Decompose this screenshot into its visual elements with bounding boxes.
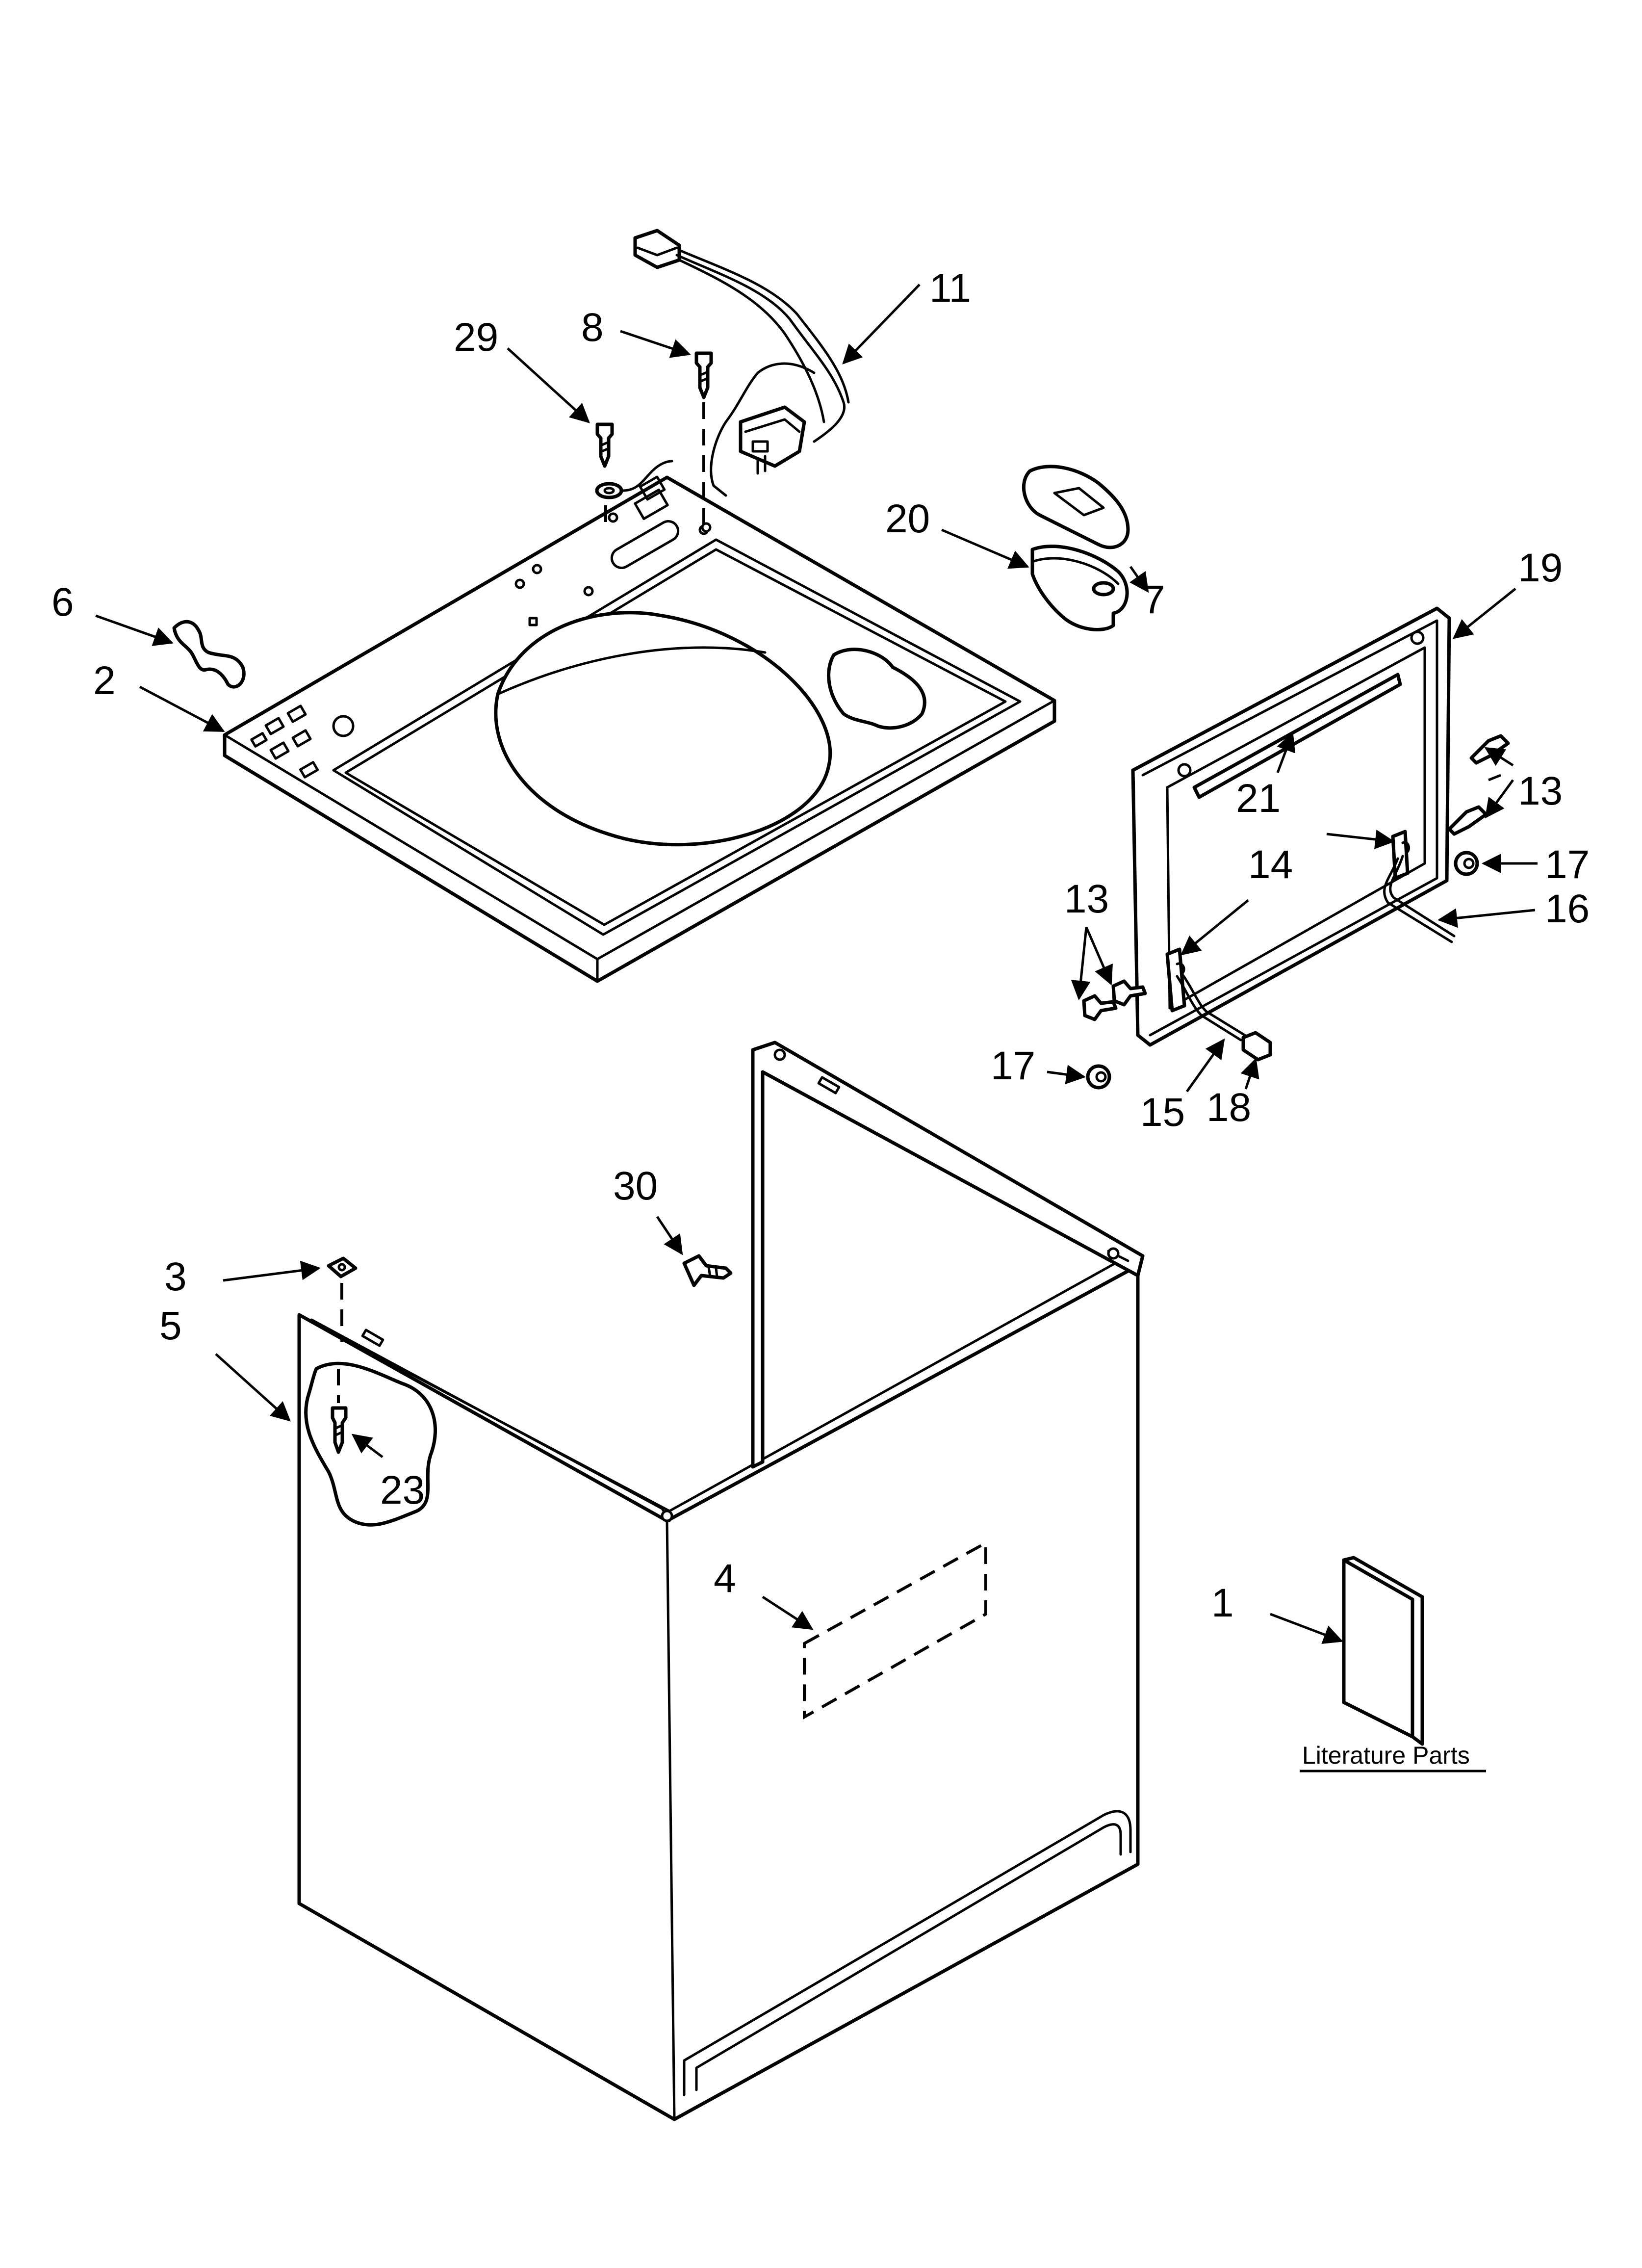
lid-part-19 <box>1131 606 1456 1047</box>
callout-30: 30 <box>613 1164 658 1208</box>
callout-13-right: 13 <box>1518 769 1563 813</box>
callout-14: 14 <box>1248 842 1293 887</box>
callout-11: 11 <box>929 266 971 311</box>
hinge-clip-part-6 <box>172 620 246 689</box>
callout-29: 29 <box>454 315 498 360</box>
bushing-part-17 <box>1086 851 1479 1090</box>
callout-2: 2 <box>93 658 116 703</box>
callout-17-right: 17 <box>1545 842 1590 887</box>
callout-16: 16 <box>1545 886 1590 931</box>
callout-1: 1 <box>1211 1581 1234 1625</box>
leader-arrows <box>95 284 1538 1773</box>
callout-6: 6 <box>51 580 74 625</box>
clip-part-3 <box>327 1256 358 1342</box>
callout-21: 21 <box>1236 776 1281 821</box>
callout-3: 3 <box>164 1254 187 1299</box>
lid-switch-harness-part-11 <box>633 229 850 497</box>
screw-part-29 <box>595 422 673 530</box>
callout-13-left: 13 <box>1064 877 1109 921</box>
top-panel <box>223 475 1056 983</box>
callout-20: 20 <box>885 496 930 541</box>
callout-4: 4 <box>714 1556 736 1601</box>
callout-5: 5 <box>159 1303 182 1348</box>
callout-15: 15 <box>1140 1090 1185 1135</box>
callout-23: 23 <box>380 1468 425 1512</box>
rod-cap-part-18 <box>1241 1031 1272 1062</box>
callout-17-left: 17 <box>991 1043 1035 1088</box>
literature-parts-label: Literature Parts <box>1302 1742 1470 1769</box>
screw-part-23 <box>331 1369 348 1454</box>
dispenser-cup-part-7 <box>1022 465 1130 549</box>
callout-7: 7 <box>1143 577 1165 622</box>
screw-part-8 <box>694 351 713 525</box>
literature-booklet <box>1342 1556 1424 1746</box>
callout-labels: 11 8 29 20 7 19 6 2 21 13 14 17 16 13 17… <box>51 266 1590 1769</box>
cabinet <box>297 1041 1145 2121</box>
dispenser-base-part-20 <box>1030 545 1129 631</box>
screw-part-30 <box>682 1254 733 1287</box>
callout-19: 19 <box>1518 546 1563 590</box>
callout-8: 8 <box>581 305 604 350</box>
callout-18: 18 <box>1206 1085 1251 1130</box>
